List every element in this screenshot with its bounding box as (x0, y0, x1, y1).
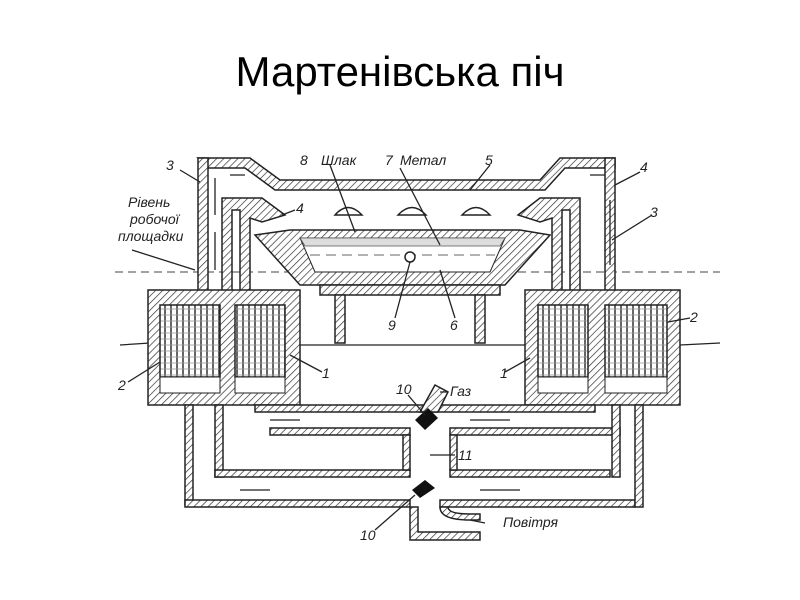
right-regenerator-checkers-inner (537, 304, 589, 378)
label-gas: Газ (450, 383, 472, 399)
right-regenerator-checkers-outer (604, 304, 668, 378)
label-working-level-2: робочої (129, 211, 181, 227)
label-1-right: 1 (500, 365, 508, 381)
support-column-right (474, 294, 486, 344)
label-10-top: 10 (396, 381, 412, 397)
label-11: 11 (458, 447, 473, 463)
left-regenerator-chamber (159, 376, 221, 394)
label-slag: Шлак (321, 152, 358, 168)
right-regenerator-chamber-2 (604, 376, 668, 394)
flow-arrows (214, 174, 611, 491)
label-3-right: 3 (650, 204, 658, 220)
valves (412, 408, 438, 498)
label-5: 5 (485, 152, 493, 168)
label-air: Повітря (503, 514, 558, 530)
support-column-left (334, 294, 346, 344)
label-1-left: 1 (322, 365, 330, 381)
label-10-bottom: 10 (360, 527, 376, 543)
left-regenerator-checkers-outer (159, 304, 221, 378)
furnace-doors (333, 206, 492, 216)
label-7: 7 (385, 152, 394, 168)
flue-channels (184, 383, 644, 541)
leader-lines (127, 164, 691, 531)
label-working-level-3: площадки (118, 228, 184, 244)
slag-layer (299, 237, 506, 247)
right-regenerator-chamber (537, 376, 589, 394)
label-4-right: 4 (640, 159, 648, 175)
left-regenerator-checkers-inner (234, 304, 286, 378)
label-working-level-1: Рівень (128, 194, 170, 210)
label-2-right: 2 (689, 309, 698, 325)
label-3-left: 3 (166, 157, 174, 173)
slide-title: Мартенівська піч (235, 48, 565, 95)
label-metal: Метал (400, 152, 446, 168)
label-4-left: 4 (296, 200, 304, 216)
label-9: 9 (388, 317, 396, 333)
left-regenerator-chamber-2 (234, 376, 286, 394)
label-6: 6 (450, 317, 458, 333)
label-2-left: 2 (117, 377, 126, 393)
left-uptake-wall (197, 157, 209, 294)
tap-hole (404, 251, 416, 263)
ground-line (119, 342, 721, 346)
hearth-support-beam (319, 284, 501, 296)
label-8: 8 (300, 152, 308, 168)
